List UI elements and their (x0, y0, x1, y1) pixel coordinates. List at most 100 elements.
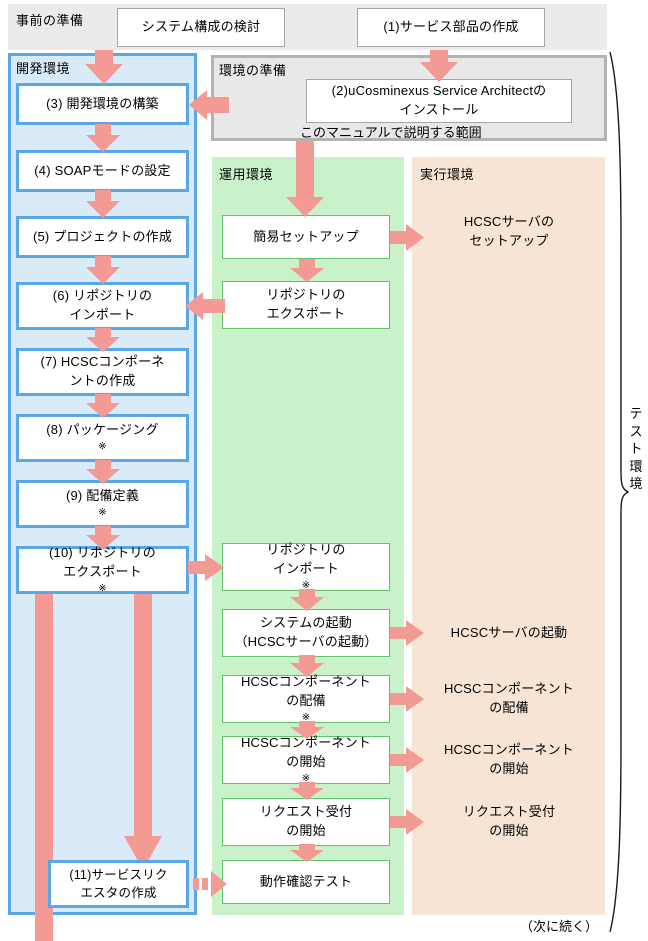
arrow-dev7-to-dev8 (86, 394, 120, 418)
arrow-compstart-to-request (290, 782, 324, 800)
arrow-repoexport-to-dev6 (185, 292, 225, 320)
node-dev-6-line2: インポート (69, 307, 136, 322)
node-exec-server-setup-line1: HCSCサーバの (463, 214, 555, 230)
arrow-down-to-dev3 (85, 50, 123, 84)
node-op-system-start-line2: （HCSCサーバの起動） (234, 634, 378, 649)
node-exec-request-accept-line2: の開始 (489, 823, 529, 838)
node-dev-6-line1: (6) リポジトリの (52, 288, 153, 304)
preparation-panel-label: 事前の準備 (16, 13, 84, 28)
arrow-request-to-exec-request (390, 809, 424, 835)
operation-panel-label: 運用環境 (219, 167, 274, 182)
node-exec-component-start-line2: の開始 (489, 761, 529, 776)
note-mark: ※ (301, 772, 311, 784)
node-install-line2: インストール (399, 102, 479, 117)
node-dev-11: (11)サービスリク エスタの作成 (48, 860, 189, 908)
test-environment-label: テ ス ト 環 境 (628, 405, 644, 493)
arrow-dev8-to-dev9 (86, 460, 120, 484)
node-exec-server-start-label: HCSCサーバの起動 (450, 624, 568, 640)
node-op-request-accept: リクエスト受付 の開始 (222, 798, 390, 846)
arrow-dev5-to-dev6 (86, 256, 120, 284)
test-env-char-2: ス (629, 423, 643, 439)
test-env-char-1: テ (629, 406, 643, 421)
arrow-compstart-to-exec-compstart (390, 747, 424, 773)
arrow-10-to-11 (124, 588, 162, 870)
node-dev-9-label: (9) 配備定義※ (66, 487, 139, 520)
node-exec-component-deploy: HCSCコンポーネント の配備 (420, 675, 598, 723)
node-dev-5: (5) プロジェクトの作成 (16, 216, 189, 258)
node-op-simple-setup-label: 簡易セットアップ (253, 228, 359, 244)
node-op-request-accept-line1: リクエスト受付 (259, 804, 353, 820)
arrow-dev9-to-dev10 (86, 526, 120, 550)
node-op-repo-import: リポジトリの インポート※ (222, 542, 390, 593)
node-install-line1: (2)uCosminexus Service Architectの (331, 83, 547, 99)
arrow-systemstart-to-deploy (290, 655, 324, 677)
node-op-simple-setup: 簡易セットアップ (222, 215, 390, 259)
arrow-down-to-operation (286, 141, 324, 217)
arrow-setup-to-exec-setup (390, 224, 424, 251)
node-exec-component-deploy-line2: の配備 (489, 700, 529, 715)
node-op-component-deploy: HCSCコンポーネント の配備※ (222, 673, 390, 725)
node-dev-7-line1: (7) HCSCコンポーネ (40, 354, 165, 370)
continuation-note: （次に続く） (520, 919, 599, 934)
arrow-down-to-install (420, 50, 458, 82)
node-op-system-start: システムの起動 （HCSCサーバの起動） (222, 609, 390, 657)
node-install-service-architect: (2)uCosminexus Service Architectの インストール (306, 79, 572, 123)
node-op-component-start: HCSCコンポーネント の開始※ (222, 734, 390, 784)
arrow-dev3-to-dev4 (86, 124, 120, 152)
node-op-repo-export-line1: リポジトリの (266, 287, 346, 303)
test-env-char-3: ト (629, 441, 643, 457)
arrow-setup-to-repoexport (290, 259, 324, 282)
arrow-left-to-dev3 (189, 90, 229, 120)
node-op-repo-export-line2: エクスポート (266, 306, 346, 321)
note-mark: ※ (98, 441, 107, 453)
node-exec-request-accept: リクエスト受付 の開始 (420, 798, 598, 846)
arrow-deploy-to-exec-deploy (390, 686, 424, 712)
node-dev-11-line2: エスタの作成 (80, 886, 157, 900)
node-exec-component-start-line1: HCSCコンポーネント (443, 742, 575, 758)
node-dev-3: (3) 開発環境の構築 (16, 83, 189, 125)
node-op-component-deploy-line1: HCSCコンポーネント (240, 673, 372, 689)
test-env-char-5: 境 (629, 476, 643, 492)
node-op-operation-test-label: 動作確認テスト (259, 873, 353, 889)
node-exec-server-setup: HCSCサーバの セットアップ (420, 208, 598, 256)
arrow-dev4-to-dev5 (86, 190, 120, 218)
arrow-deploy-to-compstart (290, 721, 324, 739)
node-dev-7: (7) HCSCコンポーネ ントの作成 (16, 348, 189, 396)
node-op-repo-export: リポジトリの エクスポート (222, 281, 390, 329)
node-service-parts: (1)サービス部品の作成 (357, 8, 545, 47)
execution-panel-label: 実行環境 (420, 167, 475, 182)
arrow-systemstart-to-exec-serverstart (390, 620, 424, 646)
node-op-operation-test: 動作確認テスト (222, 860, 390, 904)
node-dev-4: (4) SOAPモードの設定 (16, 150, 189, 192)
node-dev-4-label: (4) SOAPモードの設定 (34, 162, 171, 178)
development-panel-label: 開発環境 (16, 61, 71, 76)
note-mark: ※ (98, 507, 107, 519)
arrow-repoimport-to-systemstart (290, 589, 324, 611)
node-dev-10: (10) リポジトリの エクスポート※ (16, 544, 189, 594)
arrow-request-to-test (290, 844, 324, 862)
node-exec-component-deploy-line1: HCSCコンポーネント (443, 681, 575, 697)
node-dev-11-line1: (11)サービスリク (69, 867, 168, 882)
node-exec-server-setup-line2: セットアップ (469, 233, 549, 248)
node-service-parts-label: (1)サービス部品の作成 (383, 19, 519, 35)
node-dev-8-label: (8) パッケージング※ (46, 421, 158, 454)
node-exec-component-start: HCSCコンポーネント の開始 (420, 736, 598, 784)
note-mark: ※ (301, 711, 311, 723)
node-dev-7-line2: ントの作成 (69, 373, 136, 388)
node-dev-6: (6) リポジトリの インポート (16, 282, 189, 330)
note-mark: ※ (301, 579, 311, 591)
node-system-design-label: システム構成の検討 (141, 19, 261, 35)
node-op-repo-import-line2: インポート※ (273, 560, 339, 593)
node-dev-3-label: (3) 開発環境の構築 (46, 95, 159, 111)
environment-prep-label: 環境の準備 (219, 63, 287, 78)
arrow-dev11-to-test (193, 871, 227, 897)
node-exec-request-accept-line1: リクエスト受付 (462, 804, 556, 820)
node-dev-9: (9) 配備定義※ (16, 480, 189, 528)
execution-panel (412, 157, 605, 915)
pipe-left-long (35, 588, 53, 941)
node-op-component-start-line1: HCSCコンポーネント (240, 734, 372, 750)
arrow-dev10-to-repoimport (188, 554, 224, 581)
node-dev-10-line1: (10) リポジトリの (49, 544, 156, 560)
node-op-component-deploy-line2: の配備※ (286, 692, 326, 725)
